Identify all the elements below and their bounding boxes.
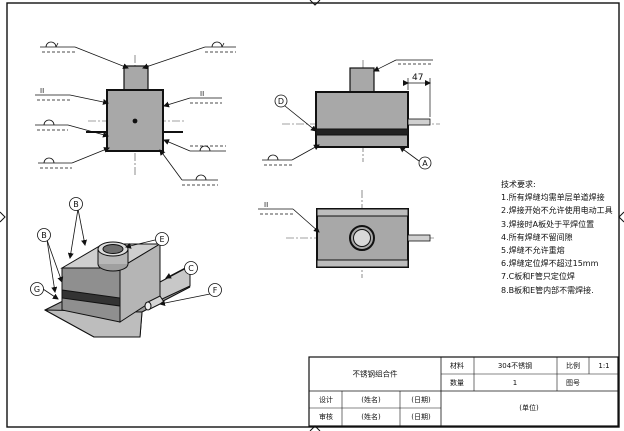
callout-C: C	[184, 261, 198, 275]
callout-letter: C	[188, 264, 194, 273]
callout-F: F	[208, 283, 222, 297]
left-view	[86, 55, 185, 175]
technical-requirements-title: 技术要求:	[501, 180, 536, 189]
leader-C	[165, 267, 186, 279]
callout-G: G	[30, 282, 44, 296]
material-label: 材料	[450, 361, 464, 370]
callout-letter: A	[422, 159, 428, 168]
callout-letter: E	[159, 235, 164, 244]
leader-B2b	[46, 239, 58, 293]
callout-letter: B	[41, 231, 47, 240]
requirement-item: 6.焊缝定位焊不超过15mm	[501, 259, 599, 269]
requirement-item: 1.所有焊缝均需单层单道焊接	[501, 193, 605, 203]
front-view-weld-leader	[262, 144, 320, 166]
design-label: 设计	[319, 395, 333, 404]
callout-letter: F	[213, 286, 218, 295]
leader-G	[42, 288, 59, 300]
callout-E: E	[155, 232, 169, 246]
leader-B1	[77, 208, 87, 246]
quantity-label: 数量	[450, 378, 464, 387]
top-view	[286, 190, 434, 278]
weld-symbol-butt: II	[264, 201, 268, 209]
leader-B1b	[67, 208, 79, 259]
callout-letter: G	[34, 285, 40, 294]
top-view-weld-leader	[258, 208, 320, 233]
leader-F	[159, 293, 211, 306]
callout-A: A	[399, 146, 432, 170]
material-value: 304不锈钢	[497, 361, 533, 370]
requirement-item: 4.所有焊缝不留间隙	[501, 232, 573, 242]
callout-D: D	[274, 94, 317, 132]
dimension-value: 47	[412, 73, 423, 83]
leader-B2	[46, 239, 64, 283]
left-view-weld-symbols	[43, 41, 225, 181]
requirement-item: 8.B板和E管内部不需焊接.	[501, 285, 594, 295]
requirement-item: 5.焊缝不允许重熔	[501, 245, 565, 255]
name-placeholder: (姓名)	[361, 395, 381, 404]
front-view	[282, 60, 440, 162]
dimension-47	[373, 59, 433, 117]
drawing-no-label: 图号	[566, 378, 580, 387]
isometric-view	[43, 241, 191, 338]
callout-letter: D	[278, 97, 284, 106]
part-name: 不锈钢组合件	[352, 369, 398, 379]
title-block-grid	[308, 356, 619, 427]
scale-value: 1:1	[598, 361, 610, 370]
technical-requirements: 技术要求: 1.所有焊缝均需单层单道焊接 2.焊接开始不允许使用电动工具 3.焊…	[501, 178, 613, 297]
title-block: 不锈钢组合件 材料 304不锈钢 比例 1:1 数量 1 图号 设计 (姓名) …	[309, 357, 618, 426]
date-placeholder: (日期)	[411, 395, 431, 404]
callout-letter: B	[73, 200, 79, 209]
callout-B-upper: B	[69, 197, 83, 211]
date-placeholder: (日期)	[411, 413, 431, 421]
requirement-item: 3.焊接时A板处于平焊位置	[501, 219, 595, 229]
unit-placeholder: (单位)	[519, 404, 539, 412]
requirement-item: 2.焊接开始不允许使用电动工具	[501, 206, 613, 216]
scale-label: 比例	[566, 361, 580, 370]
review-label: 审核	[319, 413, 333, 421]
callout-B-lower: B	[37, 228, 51, 242]
leader-E	[125, 239, 156, 249]
quantity-value: 1	[512, 378, 518, 387]
requirement-item: 7.C板和F管只定位焊	[501, 272, 575, 282]
weld-symbol-butt: II	[200, 90, 204, 98]
name-placeholder: (姓名)	[361, 413, 381, 421]
weld-symbol-butt: II	[40, 87, 44, 95]
